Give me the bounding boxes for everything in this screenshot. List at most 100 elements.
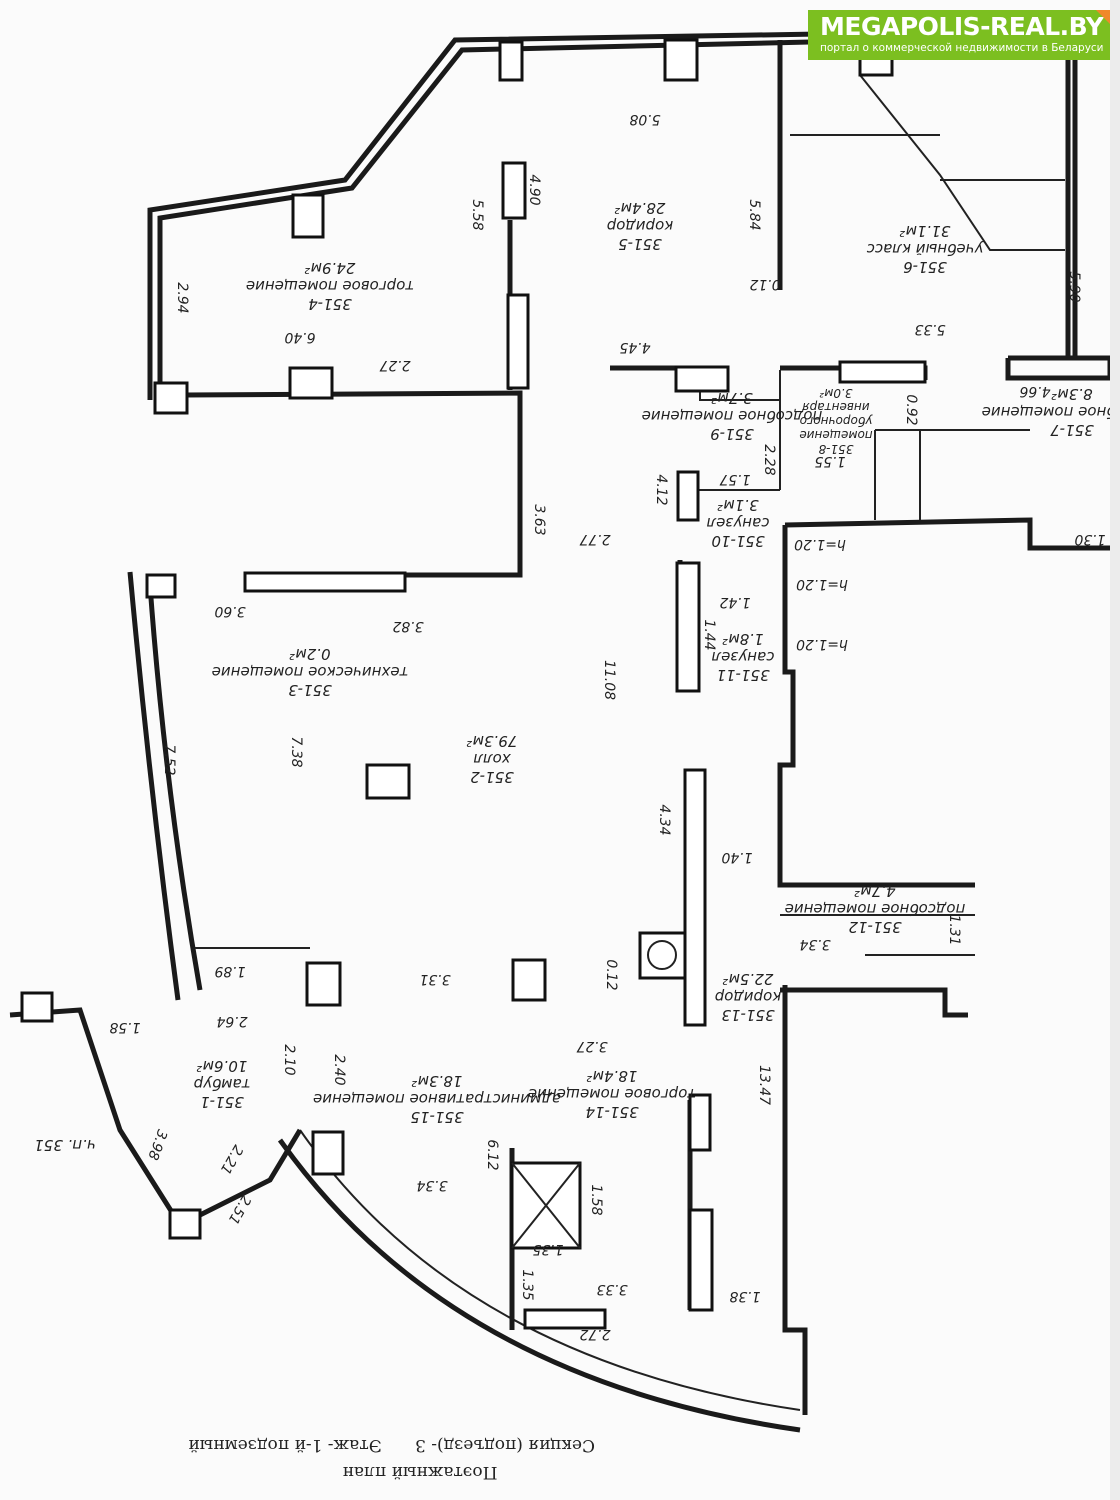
dimension-label: 1.30: [1074, 531, 1105, 547]
room-label-line: 0.2м²: [289, 645, 330, 663]
room-label-line: административное помещение: [313, 1090, 561, 1108]
plan-line: [782, 985, 808, 1415]
dimension-label: 5.08: [629, 111, 660, 127]
dimension-label: 4.12: [653, 474, 669, 505]
room-label-line: 351-15: [410, 1108, 463, 1126]
plan-line: [305, 961, 342, 1007]
room-label-line: 351-2: [470, 768, 514, 786]
room-label-line: 10.6м²: [197, 1057, 248, 1075]
dimension-label: 1.35: [519, 1269, 535, 1300]
dimension-label: 3.34: [799, 936, 830, 952]
dimension-label: 1.42: [719, 594, 750, 610]
dimension-label: 3.27: [576, 1038, 607, 1054]
dimension-label: 2.51: [224, 1192, 253, 1227]
dimension-label: 13.47: [756, 1065, 772, 1105]
plan-line: [683, 768, 707, 1027]
plan-line: [498, 40, 524, 82]
logo-tagline: портал о коммерческой недвижимости в Бел…: [820, 42, 1104, 54]
plan-line: [147, 31, 821, 400]
plan-line: [9, 1007, 303, 1229]
dimension-label: 7.38: [288, 736, 304, 767]
dimension-label: h=1.20: [796, 636, 848, 652]
room-label-line: 351-10: [711, 532, 764, 550]
dimension-label: 3.82: [392, 618, 423, 634]
room-label-line: санузел: [706, 514, 769, 532]
dimension-label: 2.21: [216, 1142, 245, 1177]
room-label-line: 351-7: [1050, 421, 1094, 439]
columns: [20, 38, 927, 1330]
dimension-label: 3.34: [416, 1177, 447, 1193]
room-label-line: 351-6: [903, 258, 947, 276]
room-label-line: 351-1: [200, 1093, 244, 1111]
plan-line: [365, 763, 411, 800]
room-label-line: коридор: [715, 988, 782, 1006]
plan-line: [859, 74, 1065, 251]
dimension-label: 4.34: [656, 804, 672, 835]
dimension-label: 5.84: [746, 199, 762, 230]
room-label-line: 351-14: [585, 1103, 638, 1121]
dimension-label: 1.57: [719, 471, 750, 487]
room-label-line: 31.1м²: [900, 222, 951, 240]
dimension-label: 0.92: [903, 394, 919, 425]
room-label-line: 351-5: [618, 235, 662, 253]
plan-line: [675, 561, 701, 693]
title-section: Секция (подъезд)- 3: [415, 1435, 595, 1455]
dimension-label: 3.31: [419, 971, 450, 987]
dimension-label: 3.60: [214, 603, 245, 619]
dimension-label: 2.40: [331, 1054, 347, 1085]
plan-line: [688, 1093, 712, 1152]
plan-line: [511, 1162, 581, 1249]
room-label-line: 18.4м²: [587, 1067, 638, 1085]
room-label-line: 4.7м²: [854, 882, 895, 900]
plan-line: [145, 573, 177, 599]
plan-title: Этаж- 1-й подземный Секция (подъезд)- 3 …: [188, 1435, 595, 1482]
dimension-label: 1.31: [946, 914, 962, 945]
plan-line: [688, 1208, 714, 1312]
dimension-label: 7.52: [161, 744, 177, 775]
plan-line: [243, 571, 407, 593]
dimension-label: 1.38: [729, 1288, 760, 1304]
dimension-label: 1.55: [814, 453, 845, 469]
logo-corner-decoration: [1096, 10, 1110, 24]
dimension-label: 6.12: [484, 1139, 500, 1170]
room-label-line: 351-12: [848, 918, 901, 936]
dimension-label: 4.45: [619, 339, 650, 355]
plan-line: [299, 1129, 801, 1411]
logo-name: MEGAPOLIS-REAL.BY: [820, 12, 1104, 41]
dimension-label: h=1.20: [794, 536, 846, 552]
plan-line: [647, 940, 677, 970]
plan-line: [638, 931, 687, 980]
plan-line: [277, 1138, 801, 1433]
room-label-line: 8.3м²: [1051, 385, 1092, 403]
dimension-label: 1.58: [588, 1184, 604, 1215]
dimension-label: 1.35: [532, 1241, 563, 1257]
dimension-label: 5.58: [469, 199, 485, 230]
plan-line: [674, 365, 730, 393]
room-label-line: 22.5м²: [723, 970, 774, 988]
room-label-line: санузел: [711, 648, 774, 666]
megapolis-logo[interactable]: MEGAPOLIS-REAL.BY портал о коммерческой …: [808, 10, 1110, 60]
plan-line: [784, 517, 1110, 551]
room-label-line: 28.4м²: [615, 199, 666, 217]
dimension-label: 6.40: [284, 329, 315, 345]
room-label-line: 351-11: [716, 666, 769, 684]
title-floor: Этаж- 1-й подземный: [188, 1435, 381, 1455]
plan-line: [501, 161, 527, 220]
plan-line: [523, 1308, 607, 1330]
scrollbar[interactable]: [1110, 0, 1120, 1500]
room-label-line: холл: [473, 750, 512, 768]
dimension-label: 2.77: [579, 531, 610, 547]
room-label-line: подсобное помещение: [642, 407, 823, 425]
dimension-label: 2.28: [761, 444, 777, 475]
dimension-label: 2.94: [174, 282, 190, 313]
plan-line: [511, 958, 547, 1002]
dimension-label: 0.12: [603, 959, 619, 990]
